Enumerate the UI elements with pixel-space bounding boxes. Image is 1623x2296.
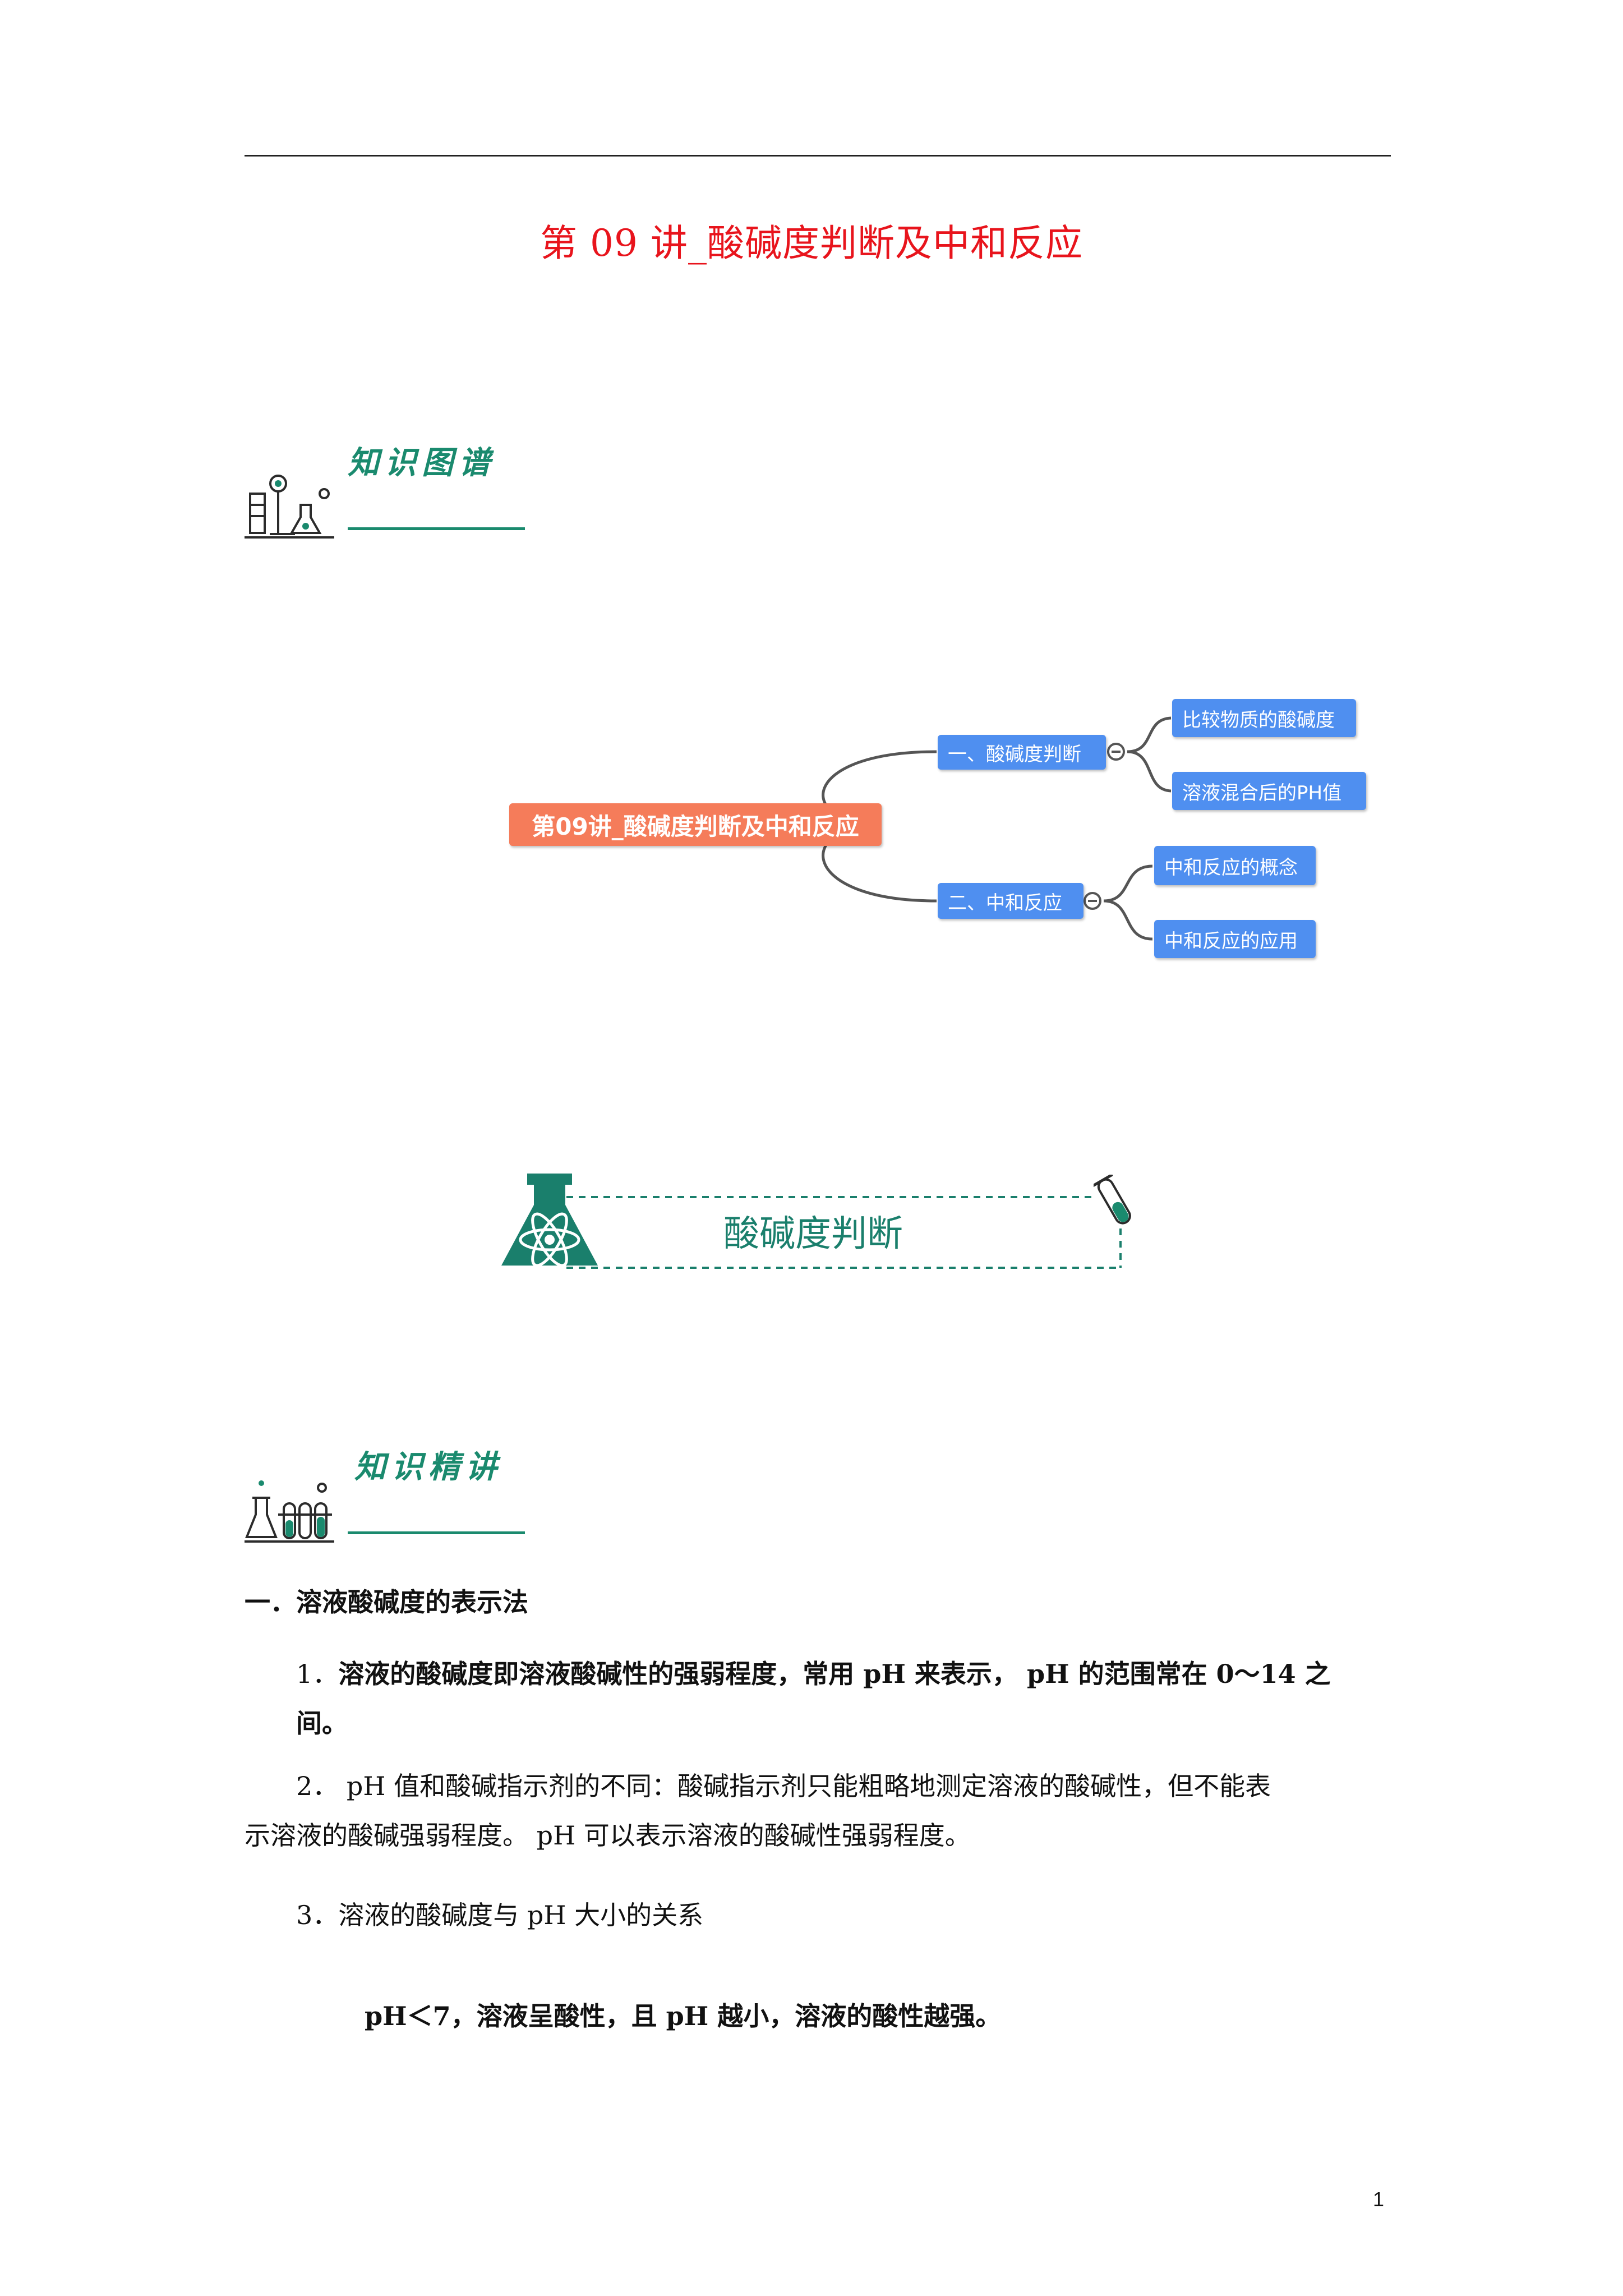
- dashed-frame: [566, 1196, 1122, 1269]
- paragraph-3: 3．溶液的酸碱度与 pH 大小的关系: [296, 1900, 704, 1930]
- topic-banner-title: 酸碱度判断: [723, 1213, 903, 1255]
- paragraph-4: pH＜7，溶液呈酸性，且 pH 越小，溶液的酸性越强。: [365, 2001, 1002, 2031]
- mindmap-leaf-mixed-ph[interactable]: 溶液混合后的PH值: [1172, 772, 1366, 810]
- test-tube-rack-icon: [245, 1480, 334, 1543]
- collapse-icons: [1083, 743, 1125, 910]
- mindmap-leaf-compare[interactable]: 比较物质的酸碱度: [1172, 699, 1356, 737]
- topic-banner: 酸碱度判断: [499, 1167, 1138, 1279]
- paragraph-1: 1．溶液的酸碱度即溶液酸碱性的强弱程度，常用 pH 来表示， pH 的范围常在 …: [245, 1649, 1400, 1748]
- paragraph-2-line-2: 示溶液的酸碱强弱程度。 pH 可以表示溶液的酸碱性强弱程度。: [245, 1820, 971, 1851]
- paragraph-1-line-2: 间。: [296, 1708, 348, 1738]
- paragraph-1-number: 1．: [296, 1659, 339, 1689]
- mindmap-branch-acidity[interactable]: 一、酸碱度判断: [938, 735, 1106, 770]
- section-underline: [348, 527, 525, 530]
- test-tube-icon: [1094, 1175, 1131, 1225]
- page-number: 1: [1373, 2188, 1385, 2211]
- mindmap-root-node[interactable]: 第09讲_酸碱度判断及中和反应: [509, 803, 882, 846]
- paragraph-2: 2． pH 值和酸碱指示剂的不同：酸碱指示剂只能粗略地测定溶液的酸碱性，但不能表…: [245, 1761, 1400, 1860]
- header-rule: [245, 155, 1391, 157]
- mindmap-leaf-concept[interactable]: 中和反应的概念: [1154, 846, 1316, 885]
- section-underline: [348, 1531, 525, 1534]
- mindmap-branch-neutralization[interactable]: 二、中和反应: [938, 883, 1083, 919]
- content-heading: 一．溶液酸碱度的表示法: [245, 1587, 528, 1617]
- section-label-map: 知识图谱: [348, 445, 496, 481]
- paragraph-1-line-1: 1．溶液的酸碱度即溶液酸碱性的强弱程度，常用 pH 来表示， pH 的范围常在 …: [245, 1649, 1400, 1699]
- lab-equipment-icon: [245, 475, 334, 539]
- flask-atom-icon: [501, 1174, 598, 1267]
- paragraph-1-text: 溶液的酸碱度即溶液酸碱性的强弱程度，常用 pH 来表示， pH 的范围常在 0～…: [338, 1659, 1331, 1689]
- paragraph-2-line-1: 2． pH 值和酸碱指示剂的不同：酸碱指示剂只能粗略地测定溶液的酸碱性，但不能表: [296, 1771, 1271, 1801]
- section-map: 知识图谱: [245, 438, 536, 550]
- mindmap-leaf-application[interactable]: 中和反应的应用: [1154, 920, 1316, 958]
- section-label-lecture: 知识精讲: [354, 1449, 502, 1485]
- section-lecture: 知识精讲: [245, 1442, 536, 1554]
- document-title: 第 09 讲_酸碱度判断及中和反应: [540, 222, 1083, 265]
